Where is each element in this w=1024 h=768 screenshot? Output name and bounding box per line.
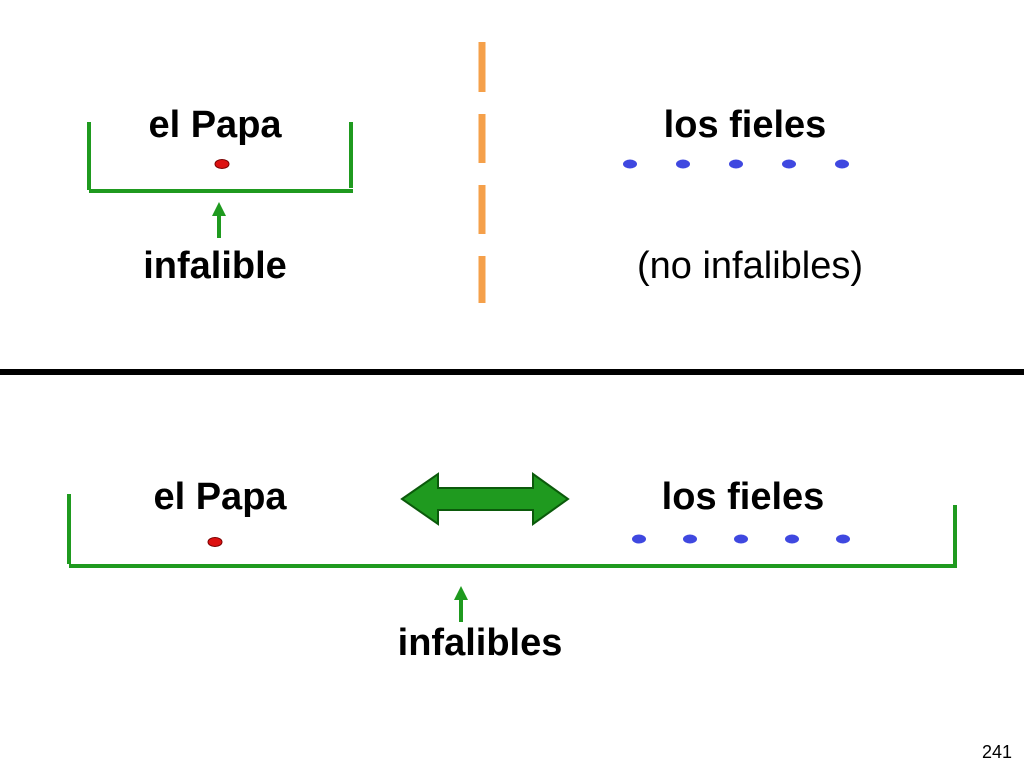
faithful-dot — [835, 159, 849, 169]
top-faithful-caption: (no infalibles) — [637, 245, 863, 287]
top-pope-caption: infalible — [143, 245, 287, 287]
bottom-pope-title: el Papa — [153, 476, 287, 518]
faithful-dot — [836, 534, 850, 544]
faithful-dot — [683, 534, 697, 544]
top-pope-bracket — [87, 122, 353, 193]
top-pope-dots — [214, 159, 230, 169]
faithful-dot — [623, 159, 637, 169]
faithful-dot — [676, 159, 690, 169]
faithful-dot — [632, 534, 646, 544]
pope-dot — [214, 159, 230, 169]
bottom-faithful-title: los fieles — [661, 476, 825, 518]
top-up-arrow — [212, 202, 226, 238]
faithful-dot — [734, 534, 748, 544]
top-pope-title: el Papa — [148, 104, 282, 146]
top-faithful-dots — [623, 159, 849, 169]
page-number: 241 — [981, 742, 1012, 762]
pope-dot — [207, 537, 223, 547]
bottom-pope-dots — [207, 537, 223, 547]
top-faithful-title: los fieles — [663, 104, 827, 146]
bottom-faithful-dots — [632, 534, 850, 544]
faithful-dot — [785, 534, 799, 544]
faithful-dot — [729, 159, 743, 169]
bottom-wide-bracket — [67, 494, 957, 568]
bottom-caption: infalibles — [397, 622, 563, 664]
bottom-up-arrow — [454, 586, 468, 622]
faithful-dot — [782, 159, 796, 169]
double-arrow — [400, 472, 570, 526]
